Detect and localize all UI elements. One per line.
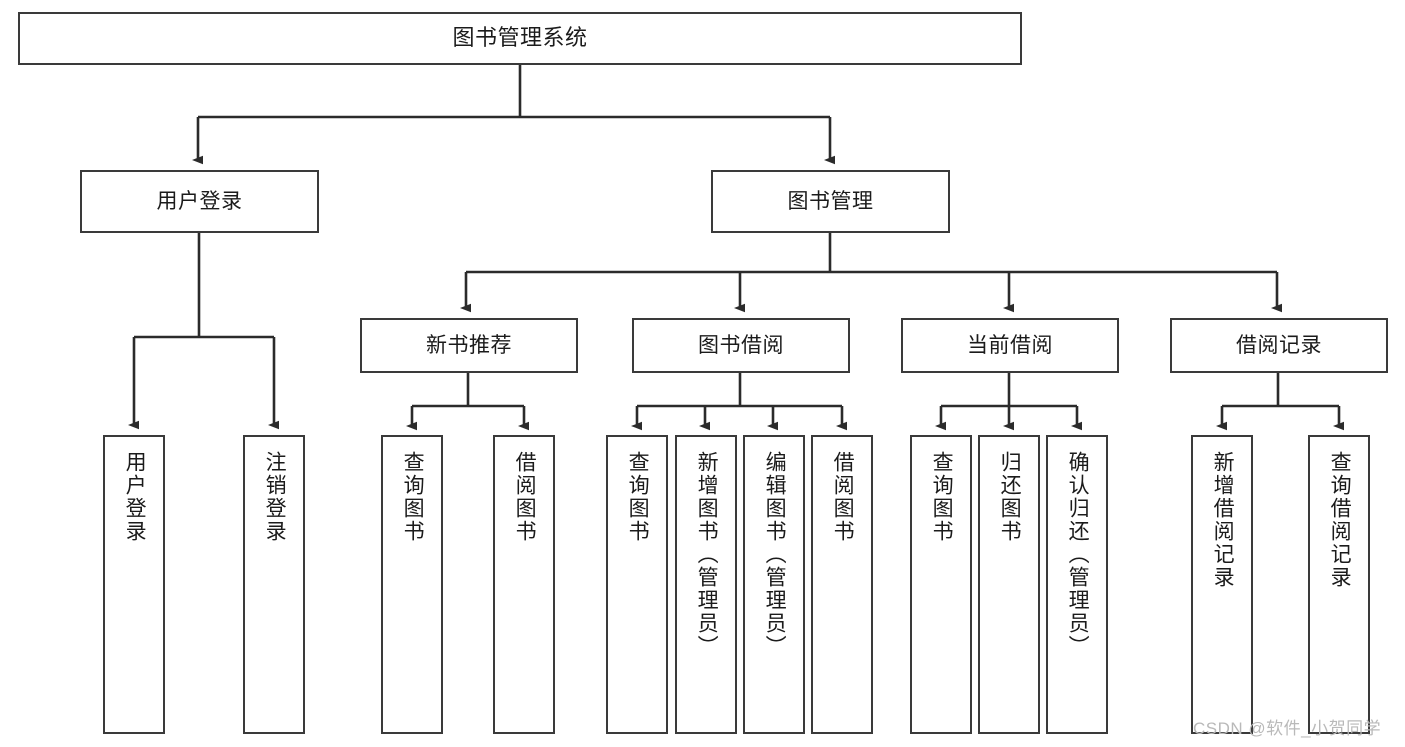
node-current-borrow[interactable]: 当前借阅: [901, 318, 1119, 373]
node-leaf-user-login[interactable]: 用户登录: [103, 435, 165, 734]
node-label: 借阅图书: [831, 451, 855, 543]
node-leaf-add-book-admin[interactable]: 新增图书（管理员）: [675, 435, 737, 734]
node-leaf-logout[interactable]: 注销登录: [243, 435, 305, 734]
node-label: 查询图书: [930, 451, 954, 543]
node-leaf-borrow-book[interactable]: 借阅图书: [811, 435, 873, 734]
node-label: 借阅记录: [1236, 333, 1322, 357]
node-label: 新增借阅记录: [1211, 451, 1235, 589]
node-user-login[interactable]: 用户登录: [80, 170, 319, 233]
node-leaf-return-book[interactable]: 归还图书: [978, 435, 1040, 734]
node-new-book-recommend[interactable]: 新书推荐: [360, 318, 578, 373]
node-label: 查询图书: [626, 451, 650, 543]
node-label: 新书推荐: [426, 333, 512, 357]
node-label: 当前借阅: [967, 333, 1053, 357]
node-root-system[interactable]: 图书管理系统: [18, 12, 1022, 65]
node-leaf-add-borrow-record[interactable]: 新增借阅记录: [1191, 435, 1253, 734]
node-label: 图书管理: [787, 189, 874, 213]
node-label: 借阅图书: [513, 451, 537, 543]
node-label: 用户登录: [156, 189, 243, 213]
node-label: 归还图书: [998, 451, 1022, 543]
csdn-watermark: CSDN @软件_小贺同学: [1193, 719, 1382, 738]
node-label: 用户登录: [123, 451, 147, 543]
node-book-borrow[interactable]: 图书借阅: [632, 318, 850, 373]
node-leaf-edit-book-admin[interactable]: 编辑图书（管理员）: [743, 435, 805, 734]
node-leaf-query-borrow-record[interactable]: 查询借阅记录: [1308, 435, 1370, 734]
node-borrow-record[interactable]: 借阅记录: [1170, 318, 1388, 373]
node-label: 图书管理系统: [452, 25, 588, 51]
node-label: 编辑图书（管理员）: [763, 451, 787, 658]
node-label: 新增图书（管理员）: [695, 451, 719, 658]
node-label: 注销登录: [263, 451, 287, 543]
node-label: 查询借阅记录: [1328, 451, 1352, 589]
node-leaf-query-book-borrow[interactable]: 查询图书: [606, 435, 668, 734]
node-label: 查询图书: [401, 451, 425, 543]
node-leaf-confirm-return-admin[interactable]: 确认归还（管理员）: [1046, 435, 1108, 734]
node-leaf-query-book-current[interactable]: 查询图书: [910, 435, 972, 734]
node-leaf-borrow-book-recommend[interactable]: 借阅图书: [493, 435, 555, 734]
node-leaf-query-book-recommend[interactable]: 查询图书: [381, 435, 443, 734]
node-book-management[interactable]: 图书管理: [711, 170, 950, 233]
node-label: 图书借阅: [698, 333, 784, 357]
node-label: 确认归还（管理员）: [1066, 451, 1090, 658]
